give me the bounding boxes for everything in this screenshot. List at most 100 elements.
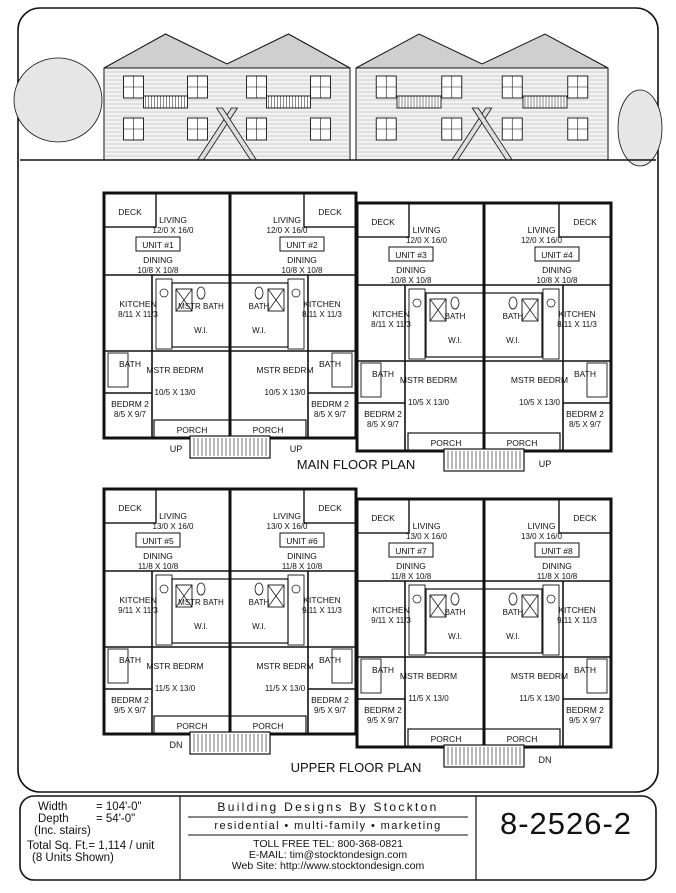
living-size: 13/0 X 16/0 (521, 532, 562, 541)
sink (159, 288, 169, 298)
master-bed-size: 11/5 X 13/0 (265, 684, 306, 693)
master-bath-label: MSTR BATH (178, 598, 224, 607)
walk-in-label: W.I. (194, 622, 208, 631)
firm-email: E-MAIL: tim@stocktondesign.com (248, 849, 408, 861)
sink (412, 594, 422, 604)
bath-room (483, 292, 543, 358)
shower (521, 594, 539, 618)
facade-1 (103, 67, 351, 161)
master-bed-label: MSTR BEDRM (511, 671, 568, 681)
unit-tag: UNIT #2 (286, 240, 318, 250)
living-size: 13/0 X 16/0 (406, 532, 447, 541)
dining-size: 11/8 X 10/8 (537, 572, 578, 581)
deck-outline (558, 202, 612, 238)
width-value: = 104'-0" (96, 801, 142, 813)
unit-tag-box (534, 542, 580, 558)
living-label: LIVING (528, 225, 556, 235)
bedroom2-size: 9/5 X 9/7 (569, 716, 602, 725)
kitchen-label: KITCHEN (372, 309, 409, 319)
firm-website[interactable]: Web Site: http://www.stocktondesign.com (231, 860, 425, 872)
deck-label: DECK (371, 513, 395, 523)
depth-label: Depth (38, 813, 69, 825)
master-bed-label: MSTR BEDRM (146, 365, 203, 375)
walk-in-label: W.I. (252, 326, 266, 335)
bathtub (331, 352, 353, 388)
shower (429, 594, 447, 618)
porch-label: PORCH (431, 438, 462, 448)
toilet (508, 296, 518, 310)
deck-outline (558, 498, 612, 534)
firm-phone: TOLL FREE TEL: 800-368-0821 (253, 838, 403, 850)
bedroom2-size: 9/5 X 9/7 (314, 706, 347, 715)
dining-size: 11/8 X 10/8 (282, 562, 323, 571)
bedroom2-label: BEDRM 2 (311, 695, 349, 705)
living-label: LIVING (413, 225, 441, 235)
toilet (254, 582, 264, 596)
unit-tag: UNIT #7 (395, 546, 427, 556)
unit-tag-box (388, 246, 434, 262)
bathtub (586, 362, 608, 398)
kitchen-counter (542, 584, 560, 656)
master-bed-size: 10/5 X 13/0 (408, 398, 449, 407)
depth-note: (Inc. stairs) (34, 825, 91, 837)
master-bath-label: BATH (249, 598, 270, 607)
sink (546, 594, 556, 604)
living-label: LIVING (528, 521, 556, 531)
master-bed-label: MSTR BEDRM (400, 671, 457, 681)
walk-in-label: W.I. (448, 632, 462, 641)
deck-outline (356, 202, 410, 238)
bedroom2-label: BEDRM 2 (111, 399, 149, 409)
plan-title: MAIN FLOOR PLAN (297, 457, 415, 472)
plan-title: UPPER FLOOR PLAN (291, 760, 422, 775)
bedroom2-size: 8/5 X 9/7 (314, 410, 347, 419)
kitchen-size: 8/11 X 11/3 (302, 310, 342, 319)
master-bed-size: 10/5 X 13/0 (265, 388, 306, 397)
kitchen-size: 9/11 X 11/3 (557, 616, 597, 625)
sink (546, 298, 556, 308)
porch-label: PORCH (253, 425, 284, 435)
bedroom2-label: BEDRM 2 (566, 409, 604, 419)
kitchen-counter (408, 584, 426, 656)
bedroom2-size: 9/5 X 9/7 (114, 706, 147, 715)
master-bed-size: 10/5 X 13/0 (519, 398, 560, 407)
left-tree (13, 57, 103, 143)
dining-size: 10/8 X 10/8 (138, 266, 179, 275)
dining-label: DINING (396, 561, 426, 571)
living-label: LIVING (413, 521, 441, 531)
kitchen-counter (408, 288, 426, 360)
balcony (522, 95, 568, 109)
walk-in-label: W.I. (252, 622, 266, 631)
kitchen-size: 8/11 X 11/3 (557, 320, 597, 329)
bathtub (107, 648, 129, 684)
kitchen-size: 9/11 X 11/3 (118, 606, 158, 615)
dining-size: 10/8 X 10/8 (537, 276, 578, 285)
walk-in-label: W.I. (506, 632, 520, 641)
unit-tag: UNIT #8 (541, 546, 573, 556)
bedroom2-size: 8/5 X 9/7 (569, 420, 602, 429)
porch-label: PORCH (177, 425, 208, 435)
master-bath-label: BATH (503, 608, 524, 617)
kitchen-label: KITCHEN (372, 605, 409, 615)
master-bath-label: BATH (445, 608, 466, 617)
bathtub (586, 658, 608, 694)
bathtub (360, 658, 382, 694)
master-bed-label: MSTR BEDRM (256, 661, 313, 671)
kitchen-counter (287, 278, 305, 350)
kitchen-label: KITCHEN (119, 595, 156, 605)
deck-label: DECK (318, 207, 342, 217)
sink (412, 298, 422, 308)
master-bed-size: 11/5 X 13/0 (519, 694, 560, 703)
kitchen-label: KITCHEN (558, 605, 595, 615)
unit-tag: UNIT #4 (541, 250, 573, 260)
living-size: 12/0 X 16/0 (406, 236, 447, 245)
dining-size: 10/8 X 10/8 (391, 276, 432, 285)
bath-label: BATH (319, 655, 341, 665)
unit-tag-box (279, 532, 325, 548)
deck-outline (103, 192, 157, 228)
bath-label: BATH (319, 359, 341, 369)
